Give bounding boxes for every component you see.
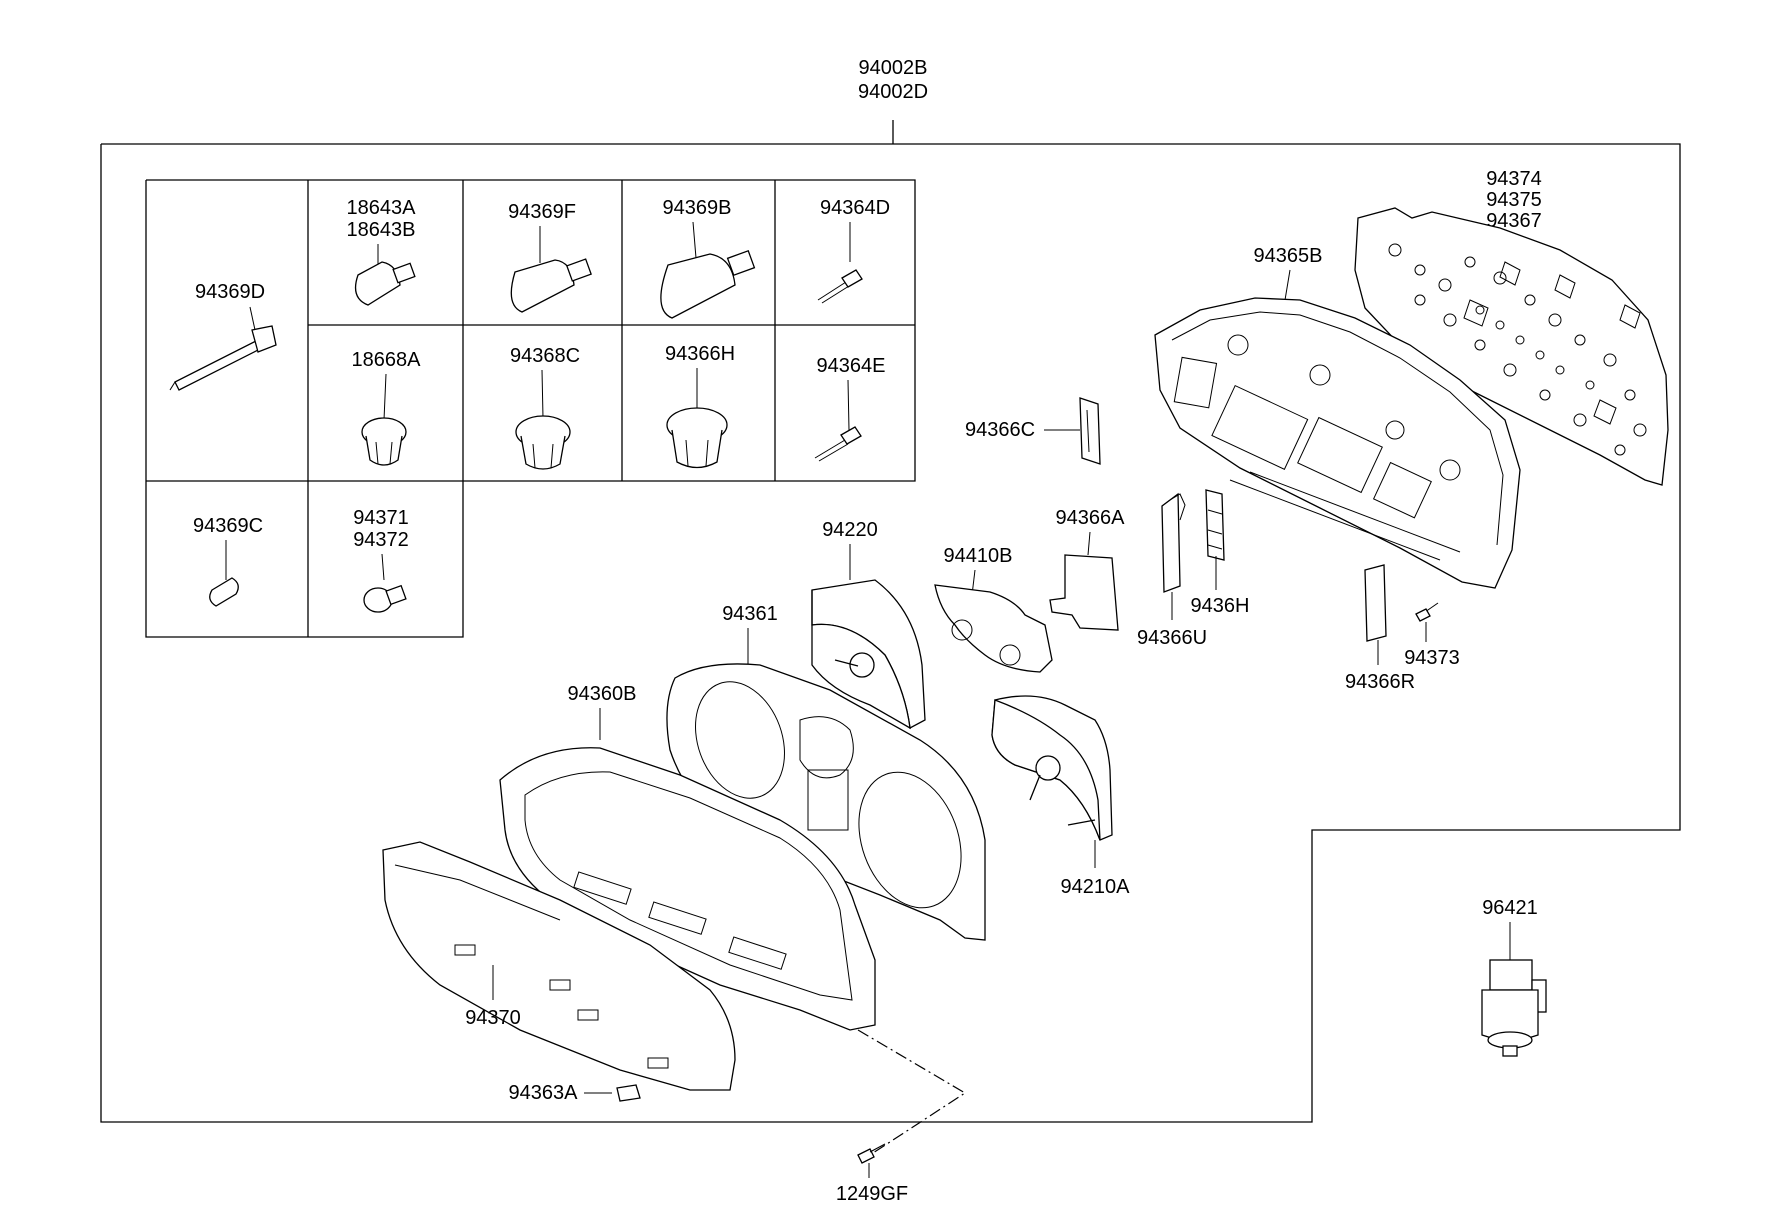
bulb-socket-icon [666, 368, 728, 469]
bracket-94366R [1364, 564, 1387, 642]
label-94364D[interactable]: 94364D [820, 197, 890, 219]
label-94369D[interactable]: 94369D [195, 281, 265, 303]
label-94368C[interactable]: 94368C [510, 345, 580, 367]
assembly-boundary [100, 143, 1681, 1123]
leader-94365B [1284, 269, 1291, 301]
label-94369F[interactable]: 94369F [508, 201, 576, 223]
label-1249GF[interactable]: 1249GF [836, 1183, 908, 1205]
clip-94363A [616, 1084, 641, 1102]
label-94369C[interactable]: 94369C [193, 515, 263, 537]
label-94210A[interactable]: 94210A [1061, 876, 1131, 898]
label-9436H[interactable]: 9436H [1191, 595, 1250, 617]
leader-94366A [1087, 531, 1091, 556]
bayonet-bulb-icon [363, 553, 407, 613]
label-94365B[interactable]: 94365B [1254, 245, 1323, 267]
label-94366A[interactable]: 94366A [1056, 507, 1126, 529]
assembly-label-2[interactable]: 94002D [858, 81, 928, 103]
screw-icon [857, 1143, 886, 1164]
label-94366C[interactable]: 94366C [965, 419, 1035, 441]
bracket-94366U [1161, 492, 1186, 593]
screw-icon [814, 379, 862, 462]
label-18643A[interactable]: 18643A [347, 197, 417, 219]
bulb-socket-grid [145, 179, 916, 638]
speed-sensor [1481, 959, 1547, 1057]
meter-case [499, 747, 876, 1031]
window-glass [382, 841, 736, 1091]
screw-icon [817, 222, 863, 304]
meter-housing [1154, 297, 1521, 589]
shield-94366A [1049, 554, 1119, 631]
label-96421[interactable]: 96421 [1482, 897, 1538, 919]
label-94220[interactable]: 94220 [822, 519, 878, 541]
label-94367[interactable]: 94367 [1486, 210, 1542, 232]
assembly-label-1[interactable]: 94002B [859, 57, 928, 79]
label-94375[interactable]: 94375 [1486, 189, 1542, 211]
label-94373[interactable]: 94373 [1404, 647, 1460, 669]
label-94361[interactable]: 94361 [722, 603, 778, 625]
label-18643B[interactable]: 18643B [347, 219, 416, 241]
label-94360B[interactable]: 94360B [568, 683, 637, 705]
label-94371[interactable]: 94371 [353, 507, 409, 529]
bracket-94366C [1079, 397, 1101, 465]
label-94369B[interactable]: 94369B [663, 197, 732, 219]
label-94370[interactable]: 94370 [465, 1007, 521, 1029]
screw-icon [1415, 602, 1439, 622]
sub-gauge-plate [934, 584, 1053, 673]
label-94366H[interactable]: 94366H [665, 343, 735, 365]
wedge-bulb-icon [510, 226, 592, 313]
long-bulb-icon [169, 306, 277, 391]
tachometer-gauge [991, 695, 1113, 841]
speedometer-gauge [811, 579, 926, 730]
bracket-9436H [1205, 489, 1225, 561]
label-94364E[interactable]: 94364E [817, 355, 886, 377]
label-94372[interactable]: 94372 [353, 529, 409, 551]
wedge-bulb-icon [354, 244, 416, 306]
label-94410B[interactable]: 94410B [944, 545, 1013, 567]
label-18668A[interactable]: 18668A [352, 349, 422, 371]
festoon-bulb-icon [209, 540, 239, 607]
screw-lead-line [857, 1029, 967, 1156]
label-94366U[interactable]: 94366U [1137, 627, 1207, 649]
label-94363A[interactable]: 94363A [509, 1082, 579, 1104]
bulb-socket-icon [515, 369, 571, 470]
bulb-socket-icon [361, 373, 407, 466]
label-94374[interactable]: 94374 [1486, 168, 1542, 190]
face-plate [666, 663, 986, 941]
large-bulb-icon [660, 221, 756, 319]
label-94366R[interactable]: 94366R [1345, 671, 1415, 693]
